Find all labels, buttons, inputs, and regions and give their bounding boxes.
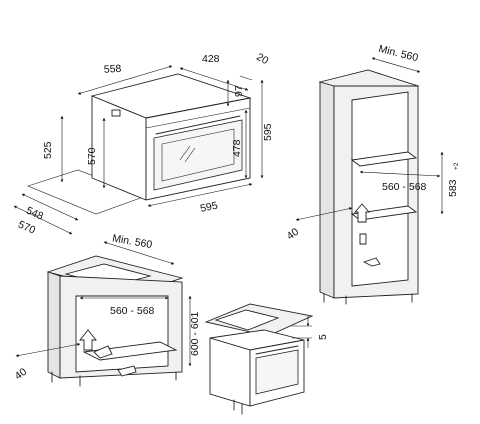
- detail-oven-window: [255, 349, 299, 395]
- oven-door-inner: [161, 128, 235, 182]
- detail-drawing: 5: [204, 303, 329, 415]
- dim-line-column-vent: [295, 207, 353, 221]
- glass-reflection: [179, 145, 191, 161]
- oven-control-panel: [145, 97, 251, 129]
- dim-line-column-width: [359, 170, 441, 178]
- dim-column-tolerance: +2: [453, 162, 460, 170]
- mounting-bracket: [111, 109, 121, 117]
- dim-width-front: 595: [199, 200, 219, 215]
- dim-height-total: 595: [262, 123, 274, 141]
- dim-undercounter-niche-height: 600 - 601: [189, 311, 201, 356]
- undercounter-cabinet-drawing: Min. 560 560 - 568 600 - 601 40: [13, 232, 201, 387]
- column-shelf-lower: [350, 205, 418, 221]
- oven-door-window: [153, 119, 243, 191]
- dim-line-undercounter-vent: [15, 343, 81, 357]
- undercounter-side: [47, 271, 61, 379]
- dim-depth-body: 428: [202, 53, 220, 65]
- column-side: [319, 81, 335, 299]
- detail-oven-handle: [255, 345, 299, 355]
- dim-undercounter-niche-width: 560 - 568: [110, 305, 155, 317]
- detail-hob: [214, 309, 280, 331]
- dim-column-min-depth: Min. 560: [377, 43, 419, 64]
- dim-line-depth: [179, 67, 249, 91]
- airflow-arrow-icon: [354, 203, 370, 223]
- oven-drawing: 558 428 20 97 478 595 570 525 595 548 57…: [13, 51, 274, 237]
- airflow-arrow-icon: [79, 329, 97, 351]
- dim-width: 558: [104, 63, 122, 76]
- column-shelf-upper: [350, 151, 418, 167]
- dim-column-vent-gap: 40: [285, 226, 302, 243]
- column-cabinet-drawing: Min. 560 560 - 568 583 +2 40: [285, 43, 460, 305]
- airflow-arrow-icon: [93, 345, 113, 359]
- dim-line-base-width: [13, 205, 73, 235]
- vent-slot: [359, 233, 367, 245]
- dim-column-niche-width: 560 - 568: [382, 181, 427, 193]
- dim-line-width-front: [147, 183, 253, 207]
- dim-base-width: 570: [16, 219, 37, 237]
- dim-height-left: 525: [42, 141, 54, 159]
- dim-undercounter-vent-gap: 40: [13, 366, 30, 383]
- glass-reflection: [184, 147, 196, 163]
- dim-front-panel: 20: [254, 51, 270, 67]
- detail-oven-side: [209, 337, 251, 407]
- dim-line-column-min: [371, 57, 421, 73]
- dim-base-depth: 548: [24, 205, 45, 223]
- dim-line-front-panel: [239, 75, 253, 81]
- dim-undercounter-min-depth: Min. 560: [111, 232, 153, 251]
- airflow-arrow-icon: [362, 257, 381, 267]
- dim-detail-gap: 5: [317, 334, 329, 340]
- dim-column-niche-height: 583: [447, 179, 459, 197]
- dim-line-undercounter-min: [103, 241, 175, 265]
- airflow-arrow-icon: [117, 365, 137, 377]
- dim-height-door: 478: [231, 139, 243, 157]
- dim-control-panel: 97: [233, 85, 245, 97]
- dim-height-body: 570: [86, 147, 98, 165]
- dim-line-width: [77, 65, 173, 95]
- oven-handle: [155, 115, 241, 135]
